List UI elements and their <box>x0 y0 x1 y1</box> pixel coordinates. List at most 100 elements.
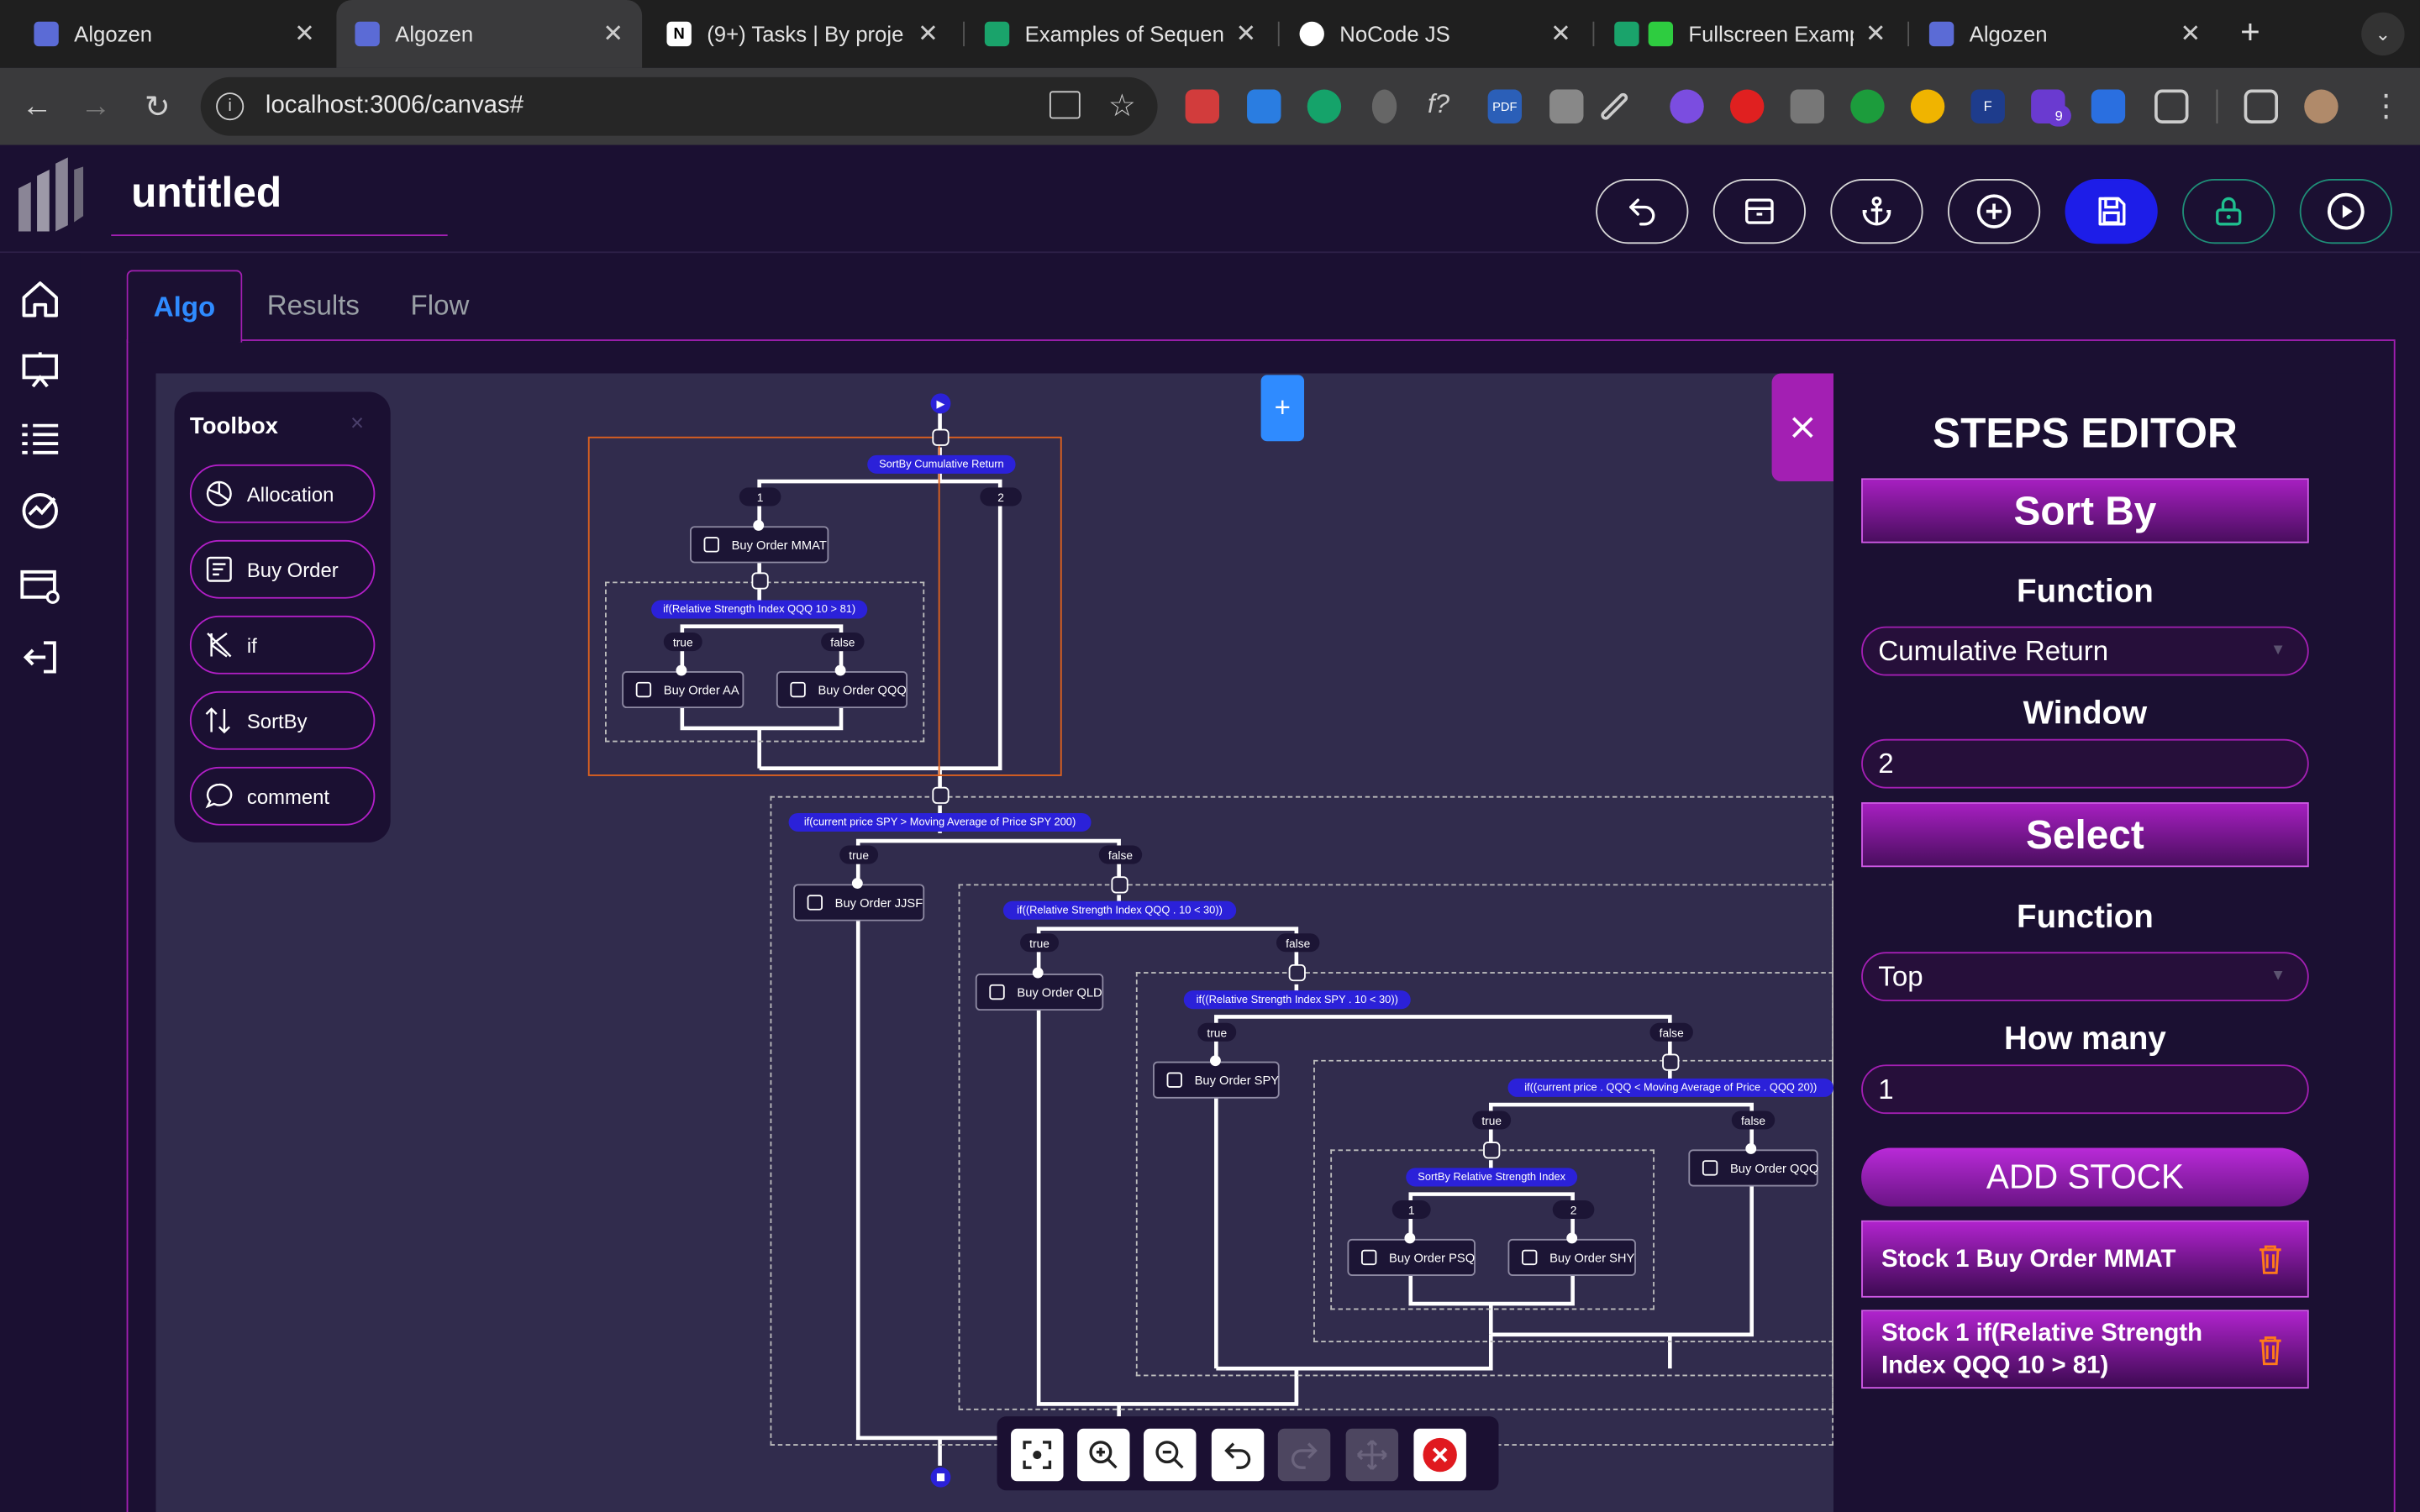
algo-title-field[interactable]: untitled <box>111 160 448 237</box>
pdf-extension-icon[interactable]: PDF <box>1487 89 1523 123</box>
browser-tab[interactable]: NoCode JS ✕ <box>1281 0 1589 68</box>
canvas-undo-button[interactable] <box>1211 1428 1265 1482</box>
toolbox-item-allocation[interactable]: Allocation <box>189 464 376 523</box>
browser-tab[interactable]: Algozen ✕ <box>1911 0 2219 68</box>
tab-results[interactable]: Results <box>266 289 360 321</box>
if-node-label[interactable]: if((current price . QQQ < Moving Average… <box>1507 1078 1834 1097</box>
junction-node[interactable] <box>1483 1142 1501 1159</box>
bookmark-star-icon[interactable]: ☆ <box>1107 89 1136 123</box>
sort-function-select[interactable]: Cumulative Return ▼ <box>1861 626 2309 676</box>
list-icon[interactable] <box>18 417 61 459</box>
browser-tab[interactable]: N (9+) Tasks | By proje ✕ <box>648 0 956 68</box>
mail-extension-icon[interactable] <box>1790 89 1825 123</box>
adblock-icon[interactable] <box>1729 89 1765 123</box>
close-tab-icon[interactable]: ✕ <box>294 21 315 48</box>
site-info-icon[interactable]: i <box>216 92 245 121</box>
forward-arrow-icon[interactable]: → <box>80 88 112 123</box>
formula-extension-icon[interactable]: f? <box>1427 89 1450 119</box>
canvas-clear-button[interactable] <box>1413 1428 1466 1482</box>
presentation-icon[interactable] <box>18 349 61 391</box>
sortby-group-highlight[interactable] <box>587 436 1062 776</box>
extension-icon[interactable] <box>1910 89 1945 123</box>
close-tab-icon[interactable]: ✕ <box>2180 21 2202 48</box>
sortby-node-label[interactable]: SortBy Relative Strength Index <box>1406 1168 1578 1187</box>
back-arrow-icon[interactable]: ← <box>21 88 53 123</box>
junction-node[interactable] <box>751 572 769 590</box>
browser-menu-icon[interactable]: ⋮ <box>2370 89 2402 123</box>
toolbox-item-comment[interactable]: comment <box>189 766 376 826</box>
extension-icon[interactable] <box>1371 89 1397 123</box>
add-stock-button[interactable]: ADD STOCK <box>1861 1147 2309 1207</box>
home-icon[interactable] <box>18 278 61 321</box>
tab-algo[interactable]: Algo <box>126 270 243 343</box>
extension-icon[interactable] <box>1850 89 1885 123</box>
canvas-move-button[interactable] <box>1345 1428 1399 1482</box>
editor-close-button[interactable] <box>1771 373 1834 482</box>
close-tab-icon[interactable]: ✕ <box>918 21 939 48</box>
if-node-label[interactable]: if(current price SPY > Moving Average of… <box>788 812 1092 832</box>
new-tab-button[interactable]: + <box>2240 12 2260 51</box>
extension-icon[interactable] <box>1670 89 1704 123</box>
buy-order-node[interactable]: Buy Order MMAT <box>690 526 829 564</box>
extension-icon[interactable]: F <box>1970 89 2005 123</box>
close-tab-icon[interactable]: ✕ <box>602 21 624 48</box>
run-button[interactable] <box>2299 179 2392 244</box>
junction-node[interactable] <box>932 428 950 446</box>
tab-flow[interactable]: Flow <box>410 289 470 321</box>
stock-item[interactable]: Stock 1 if(Relative Strength Index QQQ 1… <box>1861 1310 2309 1389</box>
junction-node[interactable] <box>1662 1053 1680 1071</box>
end-stop-icon[interactable] <box>930 1467 951 1488</box>
toolbox-close-icon[interactable]: × <box>350 410 365 437</box>
anchor-button[interactable] <box>1830 179 1923 244</box>
archive-button[interactable] <box>1712 179 1806 244</box>
buy-order-node[interactable]: Buy Order QLD <box>975 973 1104 1011</box>
add-button[interactable] <box>1947 179 2041 244</box>
trash-icon[interactable] <box>2258 1243 2282 1274</box>
sortby-node-label[interactable]: SortBy Cumulative Return <box>867 454 1016 474</box>
extensions-puzzle-icon[interactable] <box>2154 89 2189 123</box>
junction-node[interactable] <box>932 786 950 804</box>
address-bar[interactable]: i localhost:3006/canvas# ☆ <box>200 76 1158 136</box>
toolbox-item-if[interactable]: if <box>189 615 376 675</box>
buy-order-node[interactable]: Buy Order QQQ <box>1688 1149 1818 1187</box>
if-node-label[interactable]: if(Relative Strength Index QQQ 10 > 81) <box>651 600 868 619</box>
browser-tab-active[interactable]: Algozen ✕ <box>336 0 643 68</box>
window-settings-icon[interactable] <box>18 564 61 607</box>
how-many-input[interactable]: 1 <box>1861 1064 2309 1115</box>
fit-view-button[interactable] <box>1011 1428 1064 1482</box>
buy-order-node[interactable]: Buy Order QQQ <box>776 670 908 709</box>
stock-item[interactable]: Stock 1 Buy Order MMAT <box>1861 1220 2309 1298</box>
side-panel-icon[interactable] <box>2244 89 2279 123</box>
if-node-label[interactable]: if((Relative Strength Index SPY . 10 < 3… <box>1183 990 1411 1010</box>
extension-icon[interactable] <box>1185 89 1220 123</box>
zoom-out-button[interactable] <box>1144 1428 1197 1482</box>
browser-tab[interactable]: Algozen ✕ <box>15 0 333 68</box>
chart-globe-icon[interactable] <box>18 487 61 530</box>
buy-order-node[interactable]: Buy Order SHY <box>1507 1238 1636 1276</box>
close-tab-icon[interactable]: ✕ <box>1865 21 1886 48</box>
buy-order-node[interactable]: Buy Order AA <box>622 670 744 709</box>
save-button[interactable] <box>2065 179 2158 244</box>
buy-order-node[interactable]: Buy Order PSQ <box>1347 1238 1476 1276</box>
if-node-label[interactable]: if((Relative Strength Index QQQ . 10 < 3… <box>1002 900 1237 920</box>
window-input[interactable]: 2 <box>1861 738 2309 789</box>
lock-button[interactable] <box>2182 179 2275 244</box>
select-function-select[interactable]: Top ▼ <box>1861 952 2309 1002</box>
buy-order-node[interactable]: Buy Order SPY <box>1153 1061 1280 1099</box>
browser-tab[interactable]: Fullscreen Examp ✕ <box>1596 0 1904 68</box>
toolbox-item-buy-order[interactable]: Buy Order <box>189 539 376 599</box>
close-tab-icon[interactable]: ✕ <box>1235 21 1257 48</box>
install-app-icon[interactable] <box>1049 91 1081 119</box>
reload-icon[interactable]: ↻ <box>144 90 171 124</box>
add-step-button[interactable]: + <box>1260 375 1305 442</box>
camera-extension-icon[interactable] <box>1549 89 1584 123</box>
undo-button[interactable] <box>1596 179 1689 244</box>
junction-node[interactable] <box>1288 963 1306 982</box>
download-extension-icon[interactable] <box>1247 89 1281 123</box>
close-tab-icon[interactable]: ✕ <box>1550 21 1571 48</box>
buy-order-node[interactable]: Buy Order JJSF <box>793 884 925 921</box>
toolbox-item-sortby[interactable]: SortBy <box>189 690 376 750</box>
grammarly-icon[interactable] <box>1307 89 1342 123</box>
profile-avatar[interactable] <box>2304 89 2338 123</box>
junction-node[interactable] <box>1111 876 1128 894</box>
